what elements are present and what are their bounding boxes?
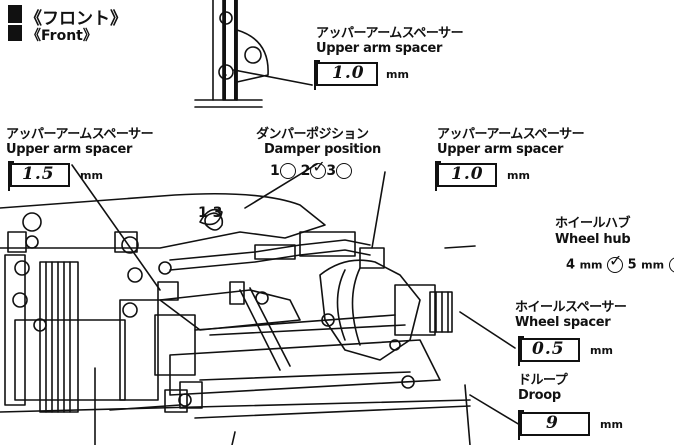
damper-option-1-label: 1	[270, 163, 280, 179]
shock-tower-inset	[194, 0, 313, 108]
damper-option-3-label: 3	[326, 163, 337, 179]
damper-position-label-jp: ダンパーポジション	[256, 127, 369, 142]
droop-label-jp: ドループ	[518, 373, 568, 388]
damper	[159, 281, 301, 371]
wheel-hub-option-b-unit: mm	[641, 258, 665, 272]
wheel-hub-options: 4 mm ✓ 5 mm	[566, 253, 674, 273]
damper-option-2-circle-icon: ✓	[310, 159, 327, 179]
wheel-hub-option-a-unit: mm	[579, 258, 603, 272]
upper-arm-spacer-top-unit: mm	[386, 68, 409, 81]
droop-unit: mm	[600, 418, 623, 431]
upper-arm-spacer-right-unit: mm	[507, 169, 530, 182]
upper-arm-spacer-right-label-en: Upper arm spacer	[437, 142, 564, 157]
title-marker-icon	[8, 5, 22, 23]
upper-arm-spacer-left-value: 1.5	[22, 164, 55, 184]
damper-position-label-en: Damper position	[264, 142, 381, 157]
wheel-hub-label-jp: ホイールハブ	[555, 216, 631, 231]
upper-arm-spacer-left-label-en: Upper arm spacer	[6, 142, 133, 157]
droop-label-en: Droop	[518, 388, 561, 403]
damper-hole-label: 1 3	[198, 205, 223, 221]
lower-arm	[169, 314, 441, 409]
wheel-hub-option-a-circle-icon: ✓	[607, 253, 624, 273]
title-marker-icon-2	[8, 25, 22, 41]
damper-option-3-circle-icon	[336, 163, 353, 179]
knuckle-hub	[319, 259, 453, 361]
upper-arm-spacer-right-field: 1.0	[435, 161, 497, 191]
upper-arm-spacer-right-value: 1.0	[451, 164, 484, 184]
damper-option-2-check-icon: ✓	[312, 157, 326, 176]
wheel-spacer-unit: mm	[590, 344, 613, 357]
wheel-hub-label-en: Wheel hub	[555, 232, 631, 247]
upper-arm-spacer-left-field: 1.5	[8, 161, 70, 191]
damper-position-options: 1 2✓3	[270, 159, 353, 179]
chassis-plate	[0, 192, 326, 275]
wheel-spacer-label-jp: ホイールスペーサー	[515, 300, 627, 315]
damper-option-2-label: 2	[300, 163, 311, 179]
wheel-block-left	[4, 254, 196, 413]
upper-arm-spacer-left-label-jp: アッパーアームスペーサー	[6, 127, 154, 142]
wheel-spacer-value: 0.5	[532, 339, 565, 359]
wheel-spacer-label-en: Wheel spacer	[515, 315, 611, 330]
wheel-spacer-field: 0.5	[518, 336, 580, 366]
ground-block	[0, 384, 471, 445]
wheel-hub-option-a-check-icon: ✓	[609, 251, 623, 270]
droop-value: 9	[546, 413, 559, 433]
upper-arm	[157, 231, 385, 301]
page-title-jp: 《フロント》	[25, 9, 127, 29]
damper-option-1-circle-icon	[279, 163, 296, 179]
upper-arm-spacer-top-label-jp: アッパーアームスペーサー	[316, 26, 464, 41]
upper-arm-spacer-top-value: 1.0	[332, 63, 365, 83]
upper-arm-spacer-left-unit: mm	[80, 169, 103, 182]
wheel-hub-option-a-label: 4	[566, 257, 576, 273]
droop-field: 9	[518, 410, 590, 440]
page-title-en: 《Front》	[27, 28, 97, 44]
upper-arm-spacer-top-field: 1.0	[314, 60, 378, 90]
upper-arm-spacer-right-label-jp: アッパーアームスペーサー	[437, 127, 585, 142]
wheel-hub-option-b-circle-icon	[668, 257, 674, 273]
upper-arm-spacer-top-label-en: Upper arm spacer	[316, 41, 443, 56]
wheel-hub-option-b-label: 5	[627, 257, 637, 273]
